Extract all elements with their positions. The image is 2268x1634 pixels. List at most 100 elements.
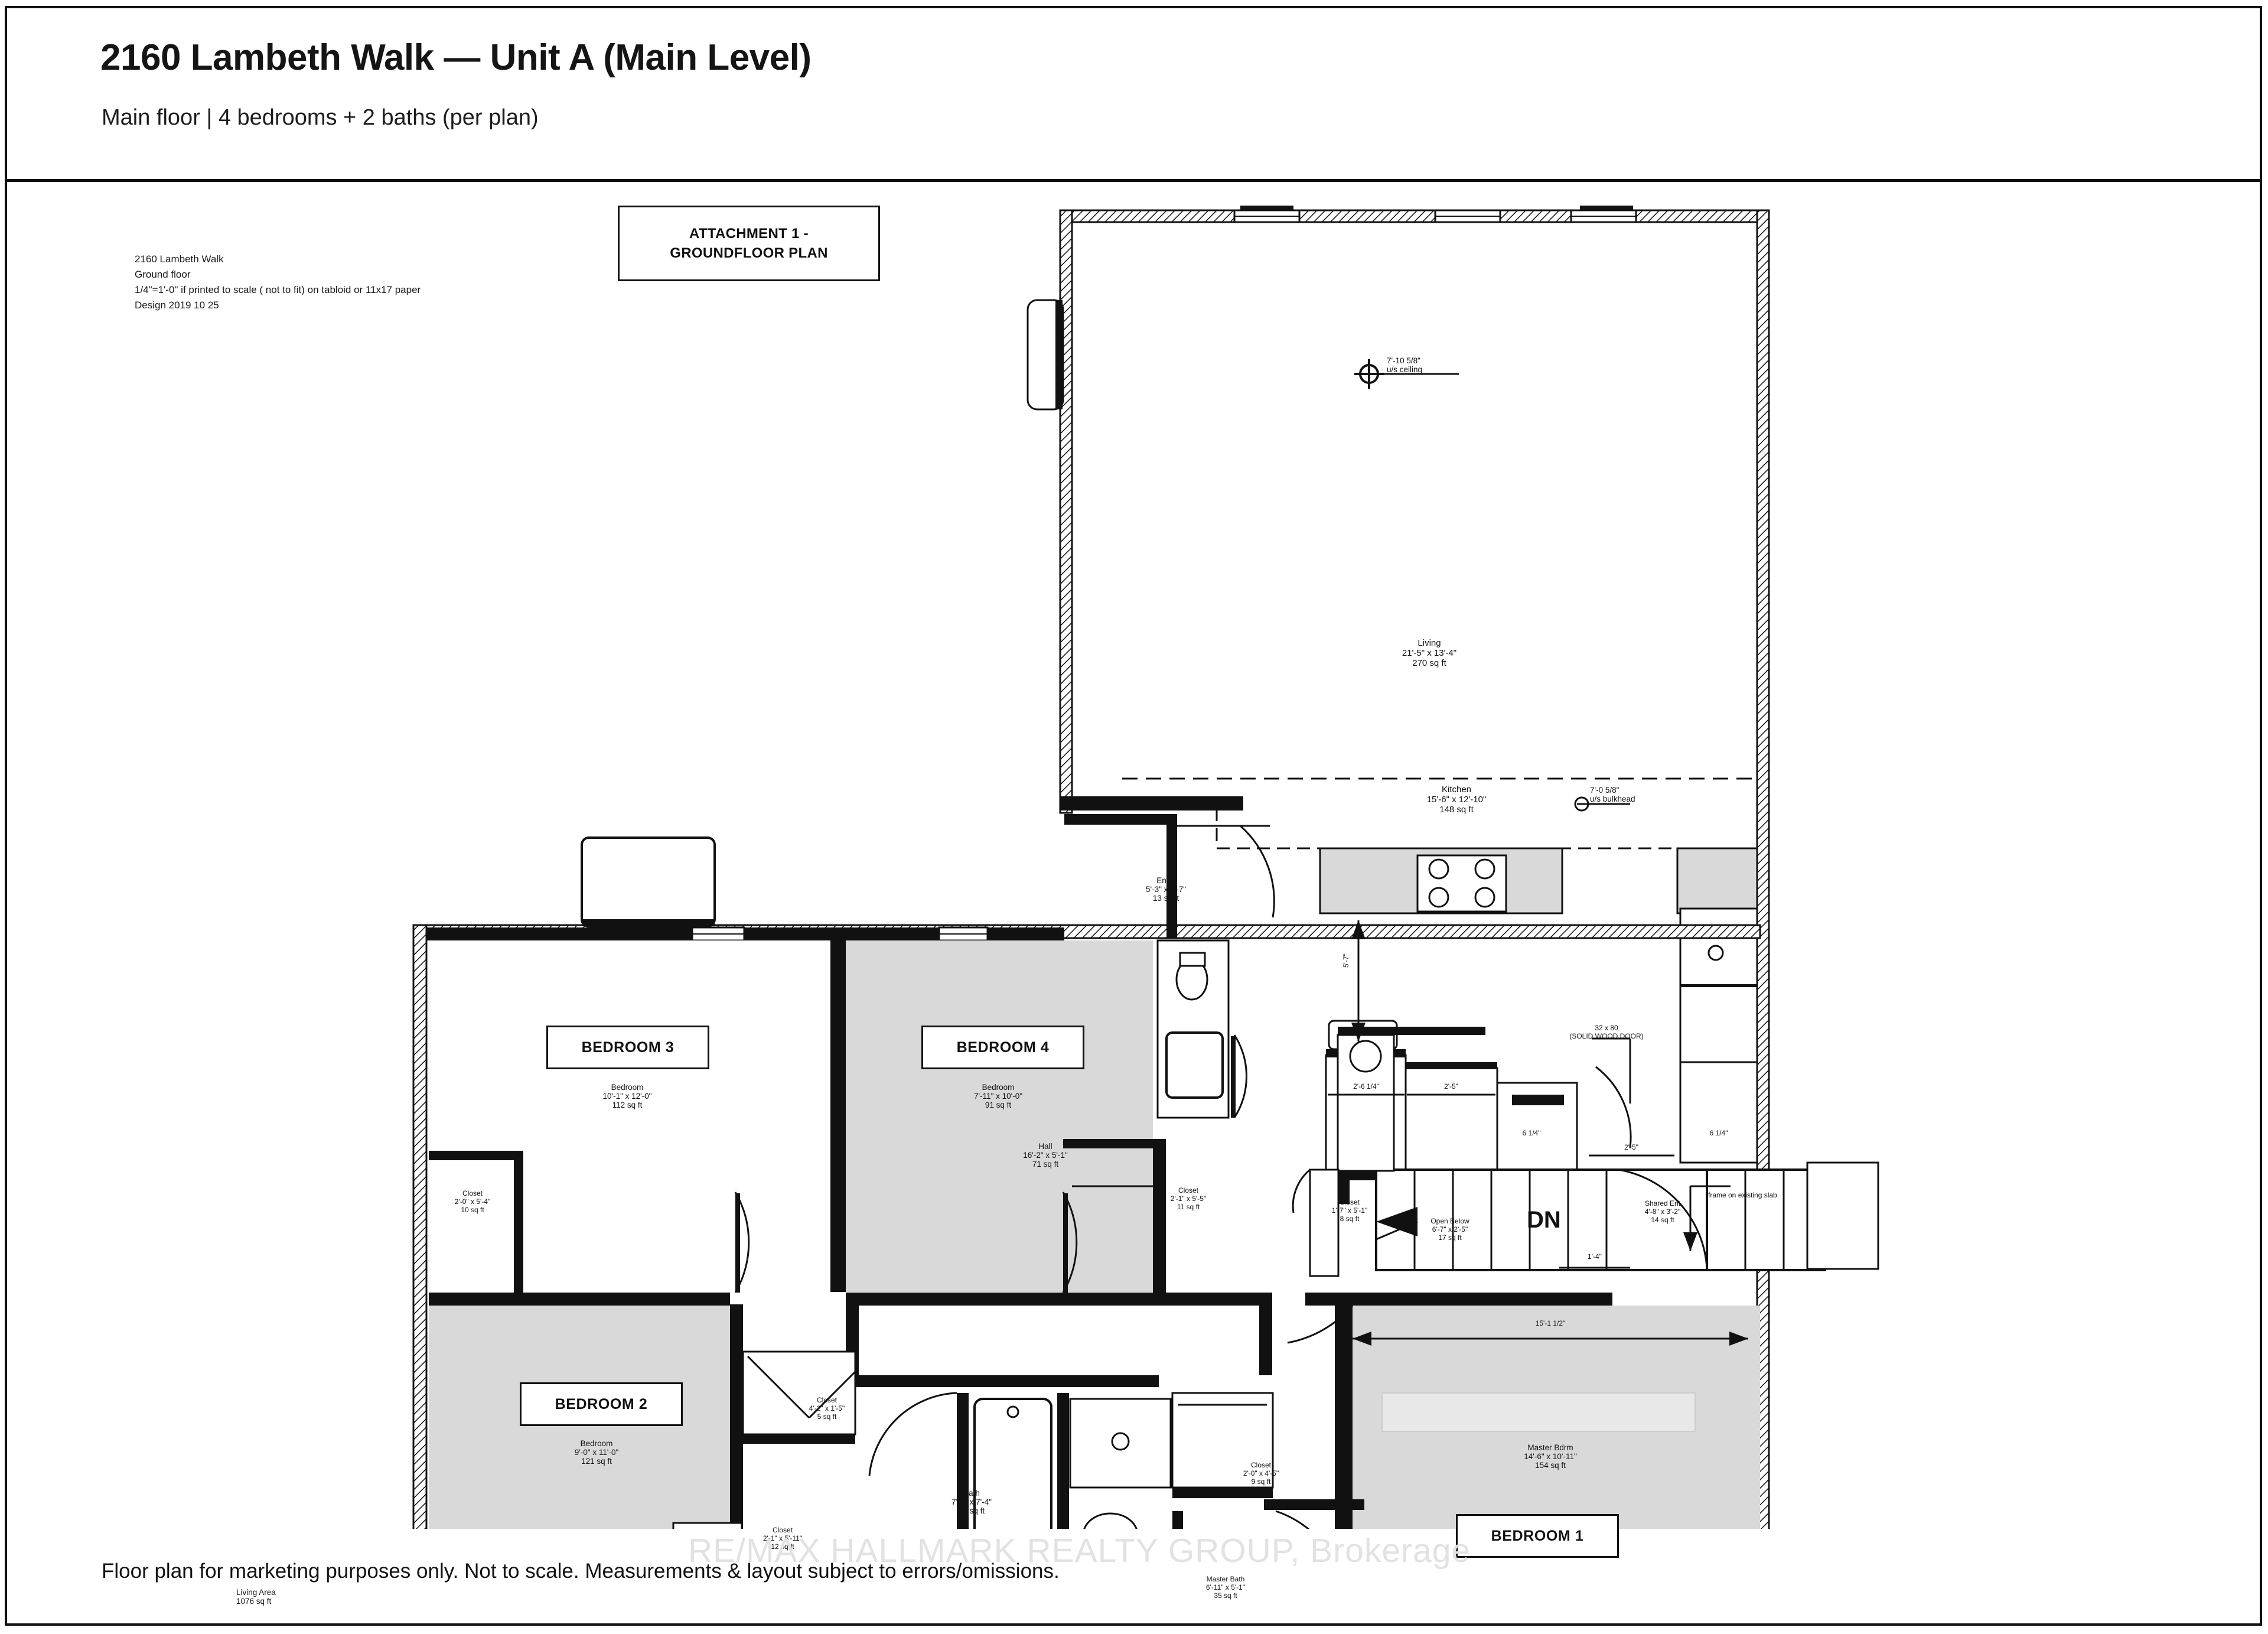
- closet-label-area: 5 sq ft: [817, 1412, 837, 1421]
- room-label-dims: 10'-1" x 12'-0": [602, 1092, 652, 1101]
- closet-label-hall: Closet 4'-2" x 1'-5" 5 sq ft: [809, 1396, 845, 1421]
- room-label-dims: 7'-11" x 10'-0": [973, 1092, 1023, 1101]
- header: 2160 Lambeth Walk — Unit A (Main Level) …: [0, 0, 2268, 177]
- bulkhead-annotation: 7'-0 5/8" u/s bulkhead: [1590, 786, 1635, 803]
- slab-note-text: frame on existing slab: [1708, 1191, 1777, 1199]
- attachment-line-2: GROUNDFLOOR PLAN: [670, 245, 828, 261]
- closet-label-dims: 2'-1" x 5'-5": [1170, 1194, 1207, 1203]
- note-line-2: Ground floor: [135, 269, 191, 280]
- room-label-area: 270 sq ft: [1412, 658, 1446, 668]
- room-label-area: 14 sq ft: [1651, 1216, 1674, 1224]
- room-label-living: Living 21'-5" x 13'-4" 270 sq ft: [1402, 638, 1456, 668]
- room-label-area: 121 sq ft: [581, 1457, 612, 1466]
- closet-label-dims: 2'-1" x 5'-11": [762, 1534, 803, 1542]
- floor-plan-drawing: ATTACHMENT 1 - GROUNDFLOOR PLAN 2160 Lam…: [0, 182, 2268, 1606]
- closet-label-name: Closet: [772, 1526, 793, 1534]
- room-label-name: Entry: [1156, 876, 1175, 885]
- room-tag-bedroom-1: BEDROOM 1: [1456, 1514, 1619, 1558]
- attachment-title-block: ATTACHMENT 1 - GROUNDFLOOR PLAN: [618, 206, 880, 281]
- room-label-dims: 9'-0" x 11'-0": [574, 1448, 619, 1457]
- room-label-area: 154 sq ft: [1535, 1461, 1566, 1470]
- room-label-dims: 4'-8" x 3'-2": [1644, 1207, 1681, 1216]
- room-label-open-below: Open Below 6'-7" x 2'-5" 17 sq ft: [1430, 1217, 1469, 1242]
- living-area-label: Living Area: [236, 1588, 276, 1597]
- room-label-master-bath: Master Bath 6'-11" x 5'-1" 35 sq ft: [1206, 1575, 1245, 1600]
- dimension-cabinet-2: 2'-5": [1444, 1082, 1458, 1091]
- room-tag-label: BEDROOM 1: [1491, 1527, 1584, 1544]
- dimension-cabinet-4: 2'-5": [1624, 1143, 1638, 1151]
- room-label-dims: 6'-11" x 5'-1": [1205, 1583, 1246, 1591]
- closet-label-dims: 1'-7" x 5'-1": [1331, 1206, 1368, 1215]
- closet-label-stair: Closet 1'-7" x 5'-1" 8 sq ft: [1332, 1198, 1367, 1223]
- room-label-bedroom-2: Bedroom 9'-0" x 11'-0" 121 sq ft: [575, 1439, 619, 1466]
- closet-label-bedroom-3: Closet 2'-0" x 5'-4" 10 sq ft: [455, 1189, 490, 1214]
- room-label-name: Bath: [963, 1489, 980, 1498]
- door-spec-size: 32 x 80: [1595, 1024, 1618, 1032]
- closet-label-area: 12 sq ft: [771, 1542, 794, 1551]
- room-label-dims: 6'-7" x 2'-5": [1432, 1225, 1468, 1233]
- room-label-name: Bedroom: [982, 1083, 1015, 1092]
- room-label-area: 52 sq ft: [958, 1506, 985, 1515]
- ceiling-height-annotation: 7'-10 5/8" u/s ceiling: [1387, 356, 1422, 374]
- room-tag-label: BEDROOM 3: [581, 1039, 674, 1056]
- brokerage-watermark: RE/MAX HALLMARK REALTY GROUP, Brokerage: [688, 1532, 1471, 1570]
- room-label-name: Master Bath: [1206, 1575, 1245, 1583]
- drawing-notes: 2160 Lambeth Walk Ground floor 1/4"=1'-0…: [135, 252, 421, 313]
- room-tag-bedroom-4: BEDROOM 4: [921, 1026, 1084, 1069]
- room-label-name: Shared Ent: [1644, 1199, 1681, 1207]
- room-label-entry: Entry 5'-3" x 5'-7" 13 sq ft: [1146, 876, 1186, 903]
- note-line-1: 2160 Lambeth Walk: [135, 253, 224, 265]
- room-label-shared-entry: Shared Ent 4'-8" x 3'-2" 14 sq ft: [1645, 1199, 1680, 1224]
- footer-disclaimer: Floor plan for marketing purposes only. …: [102, 1560, 1060, 1583]
- closet-label-name: Closet: [1178, 1186, 1198, 1194]
- room-label-name: Living: [1418, 638, 1441, 648]
- attachment-line-1: ATTACHMENT 1 -: [689, 226, 809, 242]
- room-label-dims: 21'-5" x 13'-4": [1402, 648, 1457, 658]
- room-label-name: Bedroom: [611, 1083, 644, 1092]
- room-label-kitchen: Kitchen 15'-6" x 12'-10" 148 sq ft: [1427, 785, 1487, 815]
- closet-label-dims: 2'-0" x 5'-4": [454, 1197, 491, 1206]
- header-divider: [5, 179, 2262, 182]
- dimension-cabinet-5: 6 1/4": [1709, 1129, 1728, 1137]
- room-label-area: 112 sq ft: [612, 1101, 643, 1109]
- living-area-summary: Living Area 1076 sq ft: [236, 1588, 276, 1606]
- dimension-riser: 1'-4": [1588, 1252, 1602, 1261]
- stair-direction-text: DN: [1527, 1207, 1561, 1233]
- dimension-kitchen-depth: 5'-7": [1342, 953, 1350, 968]
- room-label-area: 13 sq ft: [1152, 894, 1179, 903]
- room-label-area: 91 sq ft: [985, 1101, 1012, 1109]
- closet-label-name: Closet: [1250, 1461, 1271, 1469]
- room-label-dims: 7'-7" x 7'-4": [951, 1498, 992, 1506]
- room-label-master-bedroom: Master Bdrm 14'-6" x 10'-11" 154 sq ft: [1524, 1443, 1577, 1470]
- closet-label-bedroom-2: Closet 2'-1" x 5'-11" 12 sq ft: [763, 1526, 802, 1551]
- room-label-area: 71 sq ft: [1032, 1160, 1059, 1168]
- room-label-hall: Hall 16'-2" x 5'-1" 71 sq ft: [1023, 1142, 1068, 1168]
- dimension-cabinet-3: 6 1/4": [1522, 1129, 1541, 1137]
- room-label-name: Bedroom: [580, 1439, 613, 1448]
- closet-label-area: 10 sq ft: [461, 1206, 484, 1214]
- dimension-cabinet-1: 2'-6 1/4": [1353, 1082, 1379, 1091]
- closet-label-dims: 2'-0" x 4'-5": [1243, 1469, 1279, 1477]
- room-label-area: 35 sq ft: [1214, 1591, 1237, 1600]
- closet-label-dims: 4'-2" x 1'-5": [809, 1404, 845, 1412]
- dimension-master-width: 15'-1 1/2": [1535, 1319, 1566, 1327]
- room-tag-bedroom-3: BEDROOM 3: [546, 1026, 709, 1069]
- note-line-4: Design 2019 10 25: [135, 300, 219, 311]
- room-label-area: 17 sq ft: [1438, 1233, 1462, 1242]
- living-area-value: 1076 sq ft: [236, 1597, 272, 1606]
- room-label-bath: Bath 7'-7" x 7'-4" 52 sq ft: [951, 1489, 992, 1515]
- slab-note-annotation: frame on existing slab: [1708, 1191, 1777, 1199]
- room-label-bedroom-4: Bedroom 7'-11" x 10'-0" 91 sq ft: [974, 1083, 1022, 1109]
- room-label-name: Hall: [1038, 1142, 1052, 1151]
- room-label-dims: 16'-2" x 5'-1": [1023, 1151, 1068, 1160]
- page-border: [5, 6, 2262, 1626]
- door-spec-annotation: 32 x 80 (SOLID WOOD DOOR): [1569, 1024, 1643, 1040]
- ceiling-height-note: u/s ceiling: [1387, 365, 1423, 374]
- bulkhead-note: u/s bulkhead: [1590, 795, 1635, 803]
- closet-label-bedroom-4: Closet 2'-1" x 5'-5" 11 sq ft: [1171, 1186, 1206, 1211]
- room-label-dims: 14'-6" x 10'-11": [1524, 1452, 1577, 1461]
- ceiling-height-value: 7'-10 5/8": [1387, 356, 1420, 365]
- room-label-area: 148 sq ft: [1439, 805, 1474, 815]
- room-tag-label: BEDROOM 2: [555, 1395, 648, 1412]
